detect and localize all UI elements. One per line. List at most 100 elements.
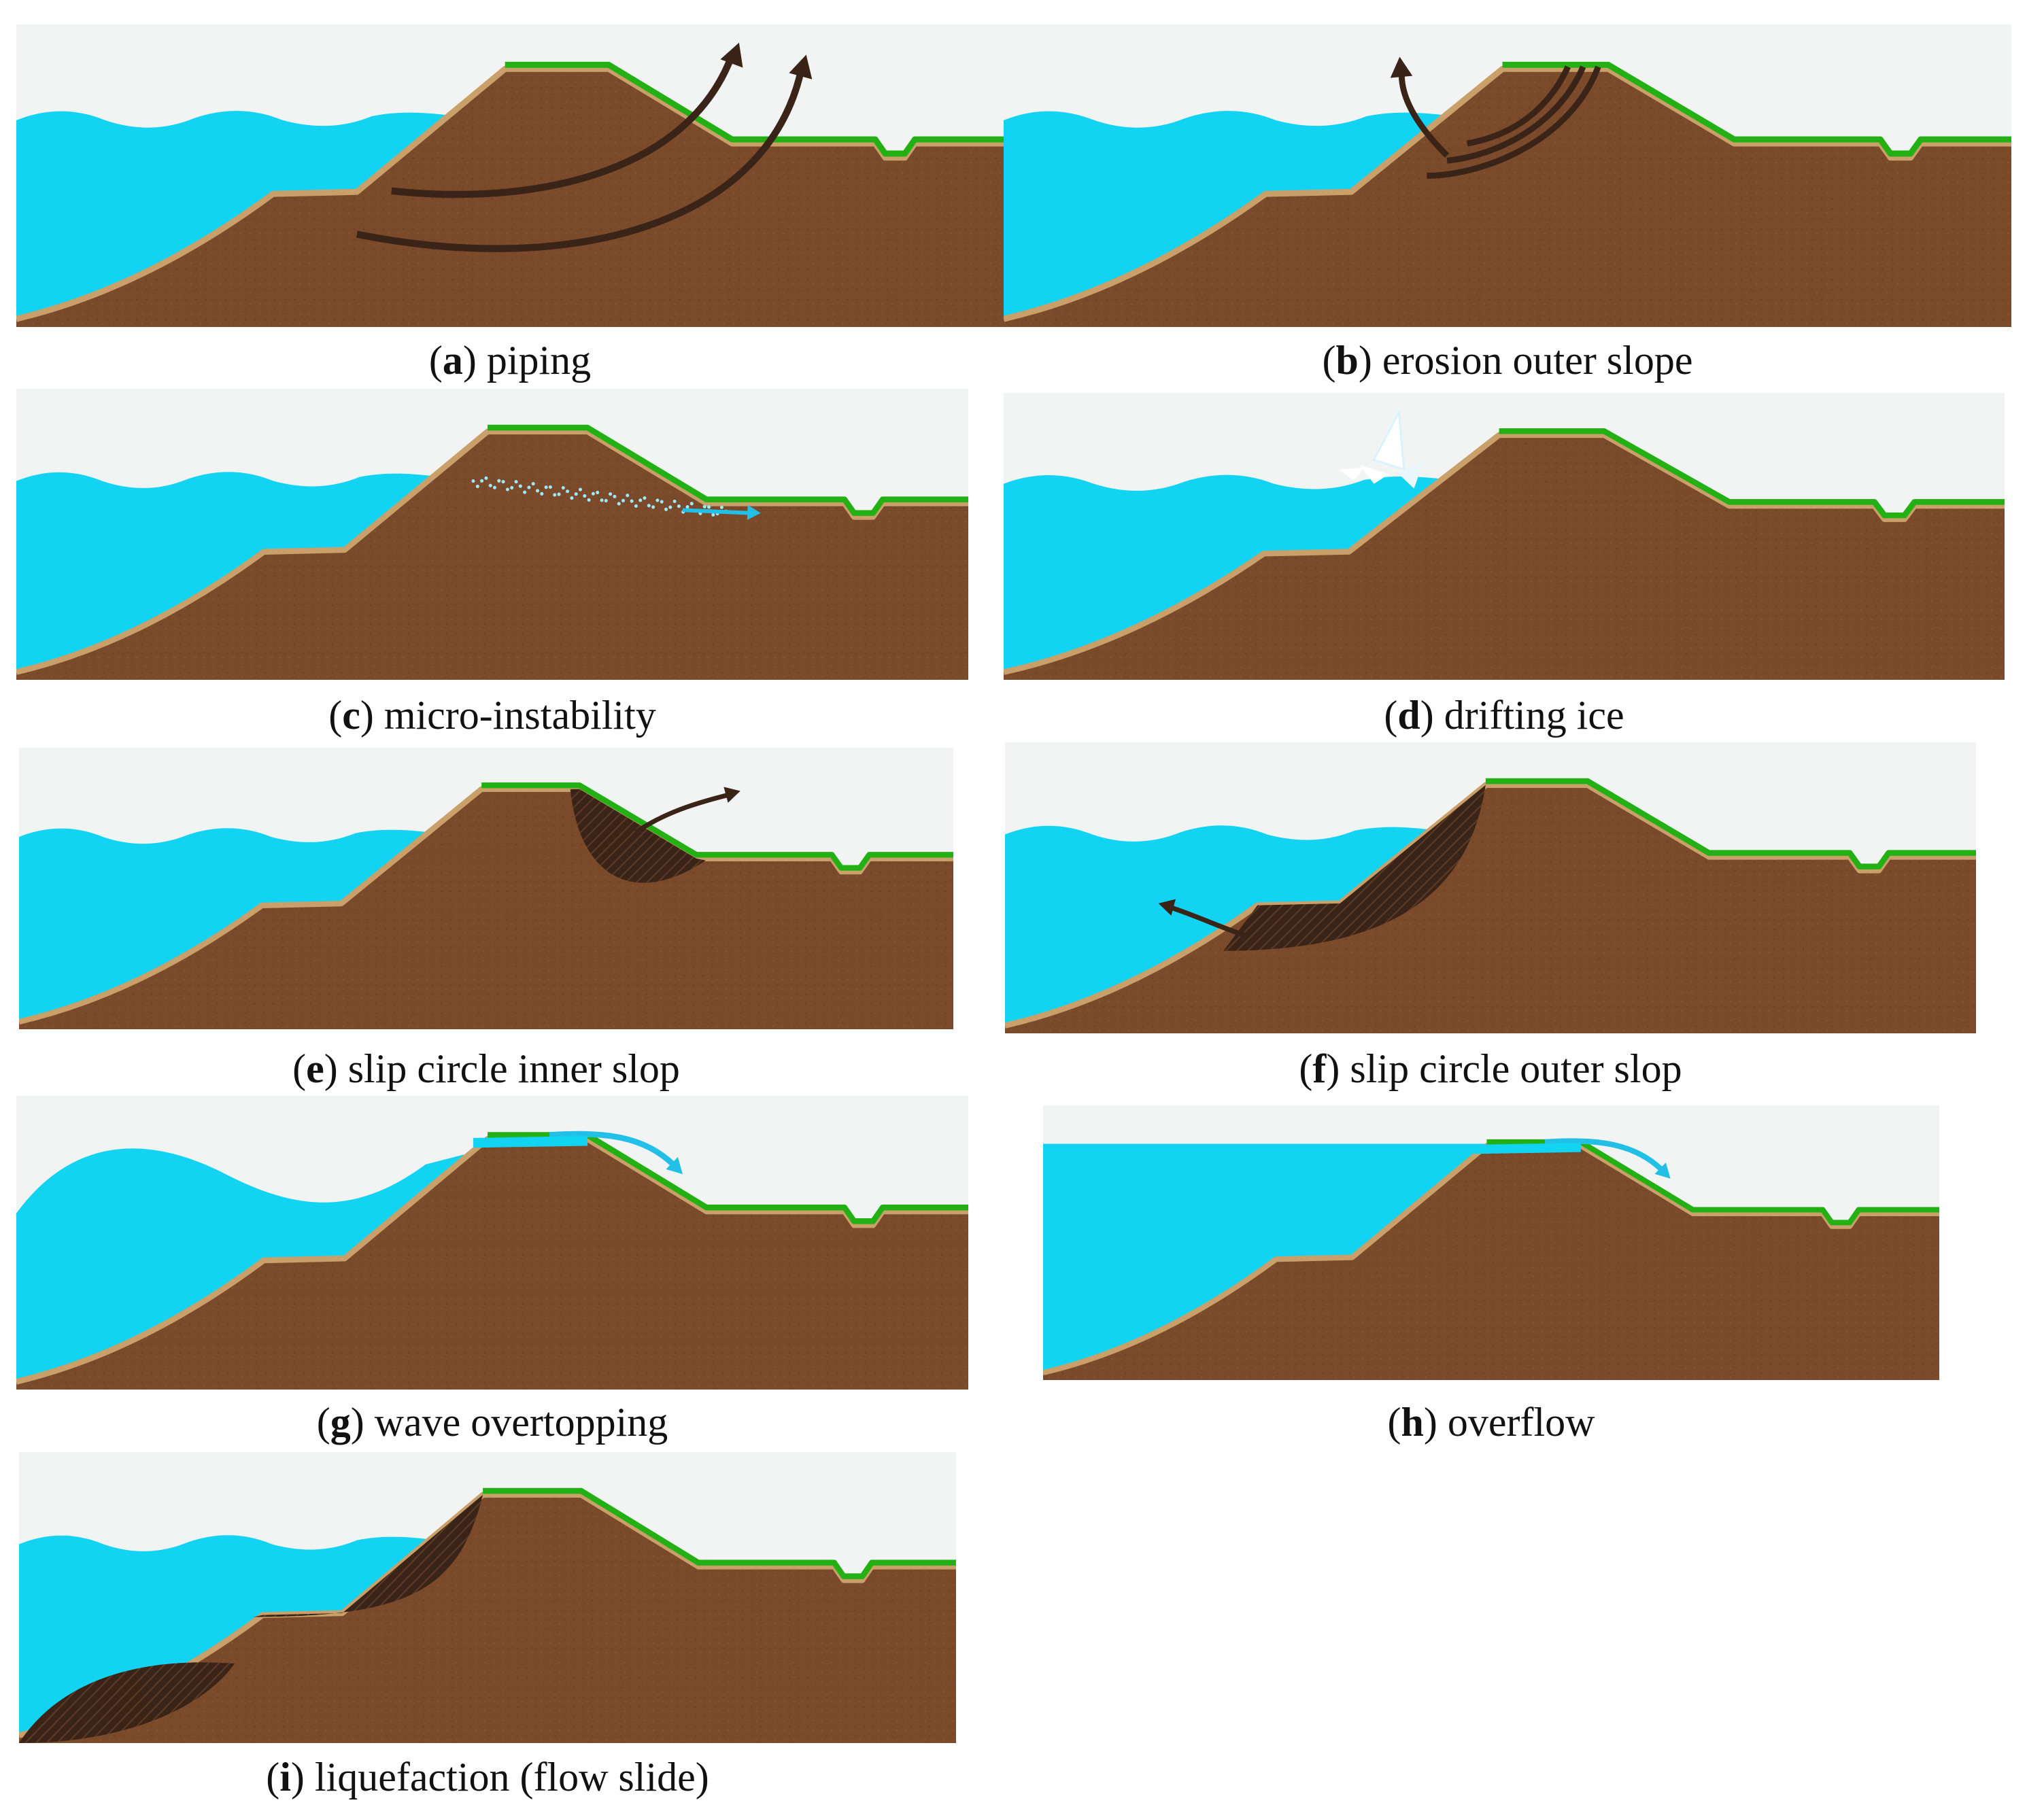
seepage-drop <box>719 505 723 509</box>
seepage-drop <box>475 484 479 488</box>
seepage-drop <box>523 490 527 494</box>
seepage-drop <box>617 502 621 506</box>
overtop-arrow <box>1654 1162 1671 1179</box>
caption-c: (c) micro-instability <box>328 693 656 738</box>
seepage-outflow <box>682 508 750 515</box>
dike-diagram <box>19 748 953 1029</box>
caption-letter: a <box>442 338 463 383</box>
dike-body <box>19 789 953 1029</box>
seepage-path <box>391 53 736 199</box>
seepage-drop <box>527 485 531 489</box>
dike-body <box>16 69 1004 327</box>
seepage-drop <box>505 487 509 492</box>
caption-letter: g <box>330 1400 351 1445</box>
dike-body <box>1043 1145 1939 1380</box>
seepage-drop <box>471 479 475 483</box>
grass-cover <box>1499 428 2005 519</box>
seepage-drop <box>672 499 677 504</box>
seepage-drop <box>548 485 552 489</box>
caption-label: slip circle inner slop <box>347 1046 680 1091</box>
seepage-drop <box>643 496 647 500</box>
seepage-drop <box>578 487 583 492</box>
caption-letter: h <box>1401 1400 1424 1445</box>
seepage-drop <box>510 485 514 489</box>
slip-arrow-path <box>1169 905 1249 939</box>
caption-b: (b) erosion outer slope <box>1322 338 1693 383</box>
seepage-drop <box>664 507 668 511</box>
seepage-drop <box>544 485 548 489</box>
panel-g <box>16 1096 968 1390</box>
panel-c <box>16 389 968 680</box>
seepage-drop <box>570 496 574 500</box>
caption-label: erosion outer slope <box>1382 338 1693 383</box>
caption-g: (g) wave overtopping <box>316 1400 668 1445</box>
dike-edge <box>1004 65 2011 322</box>
seepage-drop <box>514 479 518 484</box>
caption-letter: i <box>279 1755 291 1799</box>
overtop-flow <box>549 1131 675 1167</box>
dike-edge <box>1005 782 1976 1029</box>
panel-a <box>16 24 1004 327</box>
seepage-arrow <box>720 42 743 68</box>
seepage-drop <box>604 498 608 503</box>
slip-mass <box>1223 785 1486 951</box>
seepage-outflow-arrow <box>747 504 761 520</box>
caption-i: (i) liquefaction (flow slide) <box>266 1755 709 1799</box>
caption-label: piping <box>486 338 592 383</box>
seepage-drop <box>518 484 522 488</box>
dike-edge <box>1043 1143 1939 1376</box>
panel-e <box>19 748 953 1029</box>
caption-letter: f <box>1312 1046 1327 1091</box>
slip-arrow <box>723 787 740 803</box>
seepage-drop <box>535 489 540 493</box>
seepage-drop <box>689 502 694 506</box>
flow-slide-mass <box>253 1494 483 1617</box>
seepage-drop <box>613 494 617 498</box>
seepage-drop <box>553 493 557 497</box>
grass-cover <box>481 782 953 871</box>
seepage-drop <box>677 504 681 509</box>
erosion-arrow <box>1390 56 1413 78</box>
caption-label: liquefaction (flow slide) <box>314 1755 709 1799</box>
caption-label: micro-instability <box>384 693 656 738</box>
panel-d <box>1004 393 2005 680</box>
seepage-arrow <box>789 54 813 80</box>
seepage-drop <box>497 479 501 483</box>
seepage-drop <box>638 498 643 502</box>
panel-b <box>1004 24 2011 327</box>
seepage-drop <box>600 498 604 502</box>
caption-h: (h) overflow <box>1387 1400 1595 1445</box>
dike-diagram <box>16 1096 968 1390</box>
dike-diagram <box>1004 24 2011 327</box>
caption-label: drifting ice <box>1444 693 1624 738</box>
dike-diagram <box>1004 393 2005 680</box>
seepage-path <box>356 69 805 252</box>
caption-letter: b <box>1335 338 1359 383</box>
grass-cover <box>488 1132 968 1224</box>
caption-letter: c <box>342 693 360 738</box>
seepage-drop <box>621 498 626 502</box>
dike-edge <box>16 428 968 675</box>
slip-arrow-path <box>634 792 730 835</box>
seepage-drop <box>561 485 565 490</box>
caption-a: (a) piping <box>428 338 592 383</box>
grass-cover <box>1485 778 1976 869</box>
seepage-drop <box>660 500 664 504</box>
ice-floe <box>1359 464 1389 484</box>
seepage-drop <box>651 505 655 509</box>
caption-letter: e <box>306 1046 324 1091</box>
dike-diagram <box>16 389 968 680</box>
seepage-drop <box>596 490 600 494</box>
seepage-drop <box>685 504 689 509</box>
panel-i <box>19 1452 956 1743</box>
ice-floe <box>1339 467 1364 481</box>
erosion-line <box>1466 65 1571 147</box>
grass-cover <box>483 1487 956 1579</box>
seepage-drop <box>655 498 660 502</box>
seepage-drop <box>557 492 561 496</box>
flow-slide-deposit <box>19 1662 235 1743</box>
slip-arrow <box>1158 899 1176 916</box>
grass-cover <box>488 424 968 516</box>
dike-body <box>1005 785 1976 1033</box>
seepage-drop <box>531 482 535 486</box>
